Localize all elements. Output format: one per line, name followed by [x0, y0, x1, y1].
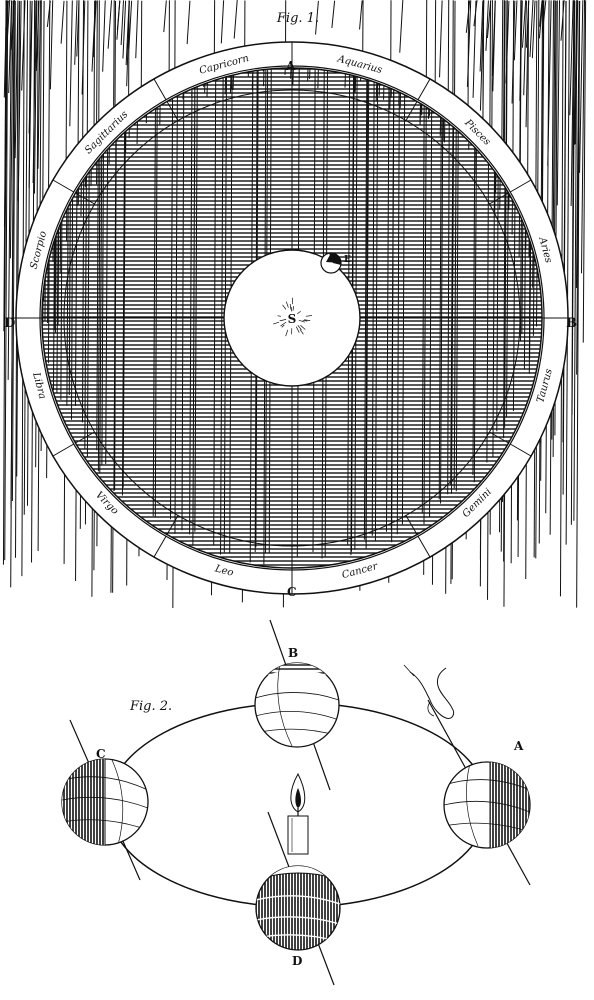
fig2-diagram: Fig. 2. C: [62, 620, 532, 985]
star-mark: [108, 0, 111, 48]
star-mark: [234, 0, 237, 39]
hand-icon: [404, 665, 454, 718]
globe-c: [62, 720, 148, 880]
star-mark: [400, 0, 403, 53]
earth-label: E: [344, 255, 351, 265]
star-mark: [187, 1, 190, 44]
sun-label: S: [288, 312, 297, 326]
star-mark: [50, 0, 52, 89]
fig1-diagram: Fig. 1. AquariusPiscesAriesTaurusGeminiC…: [3, 0, 585, 608]
star-mark: [136, 0, 138, 58]
star-mark: [70, 0, 73, 126]
position-b-label: B: [288, 646, 298, 660]
star-mark: [103, 1, 106, 72]
position-a-label: A: [513, 739, 524, 753]
compass-right-label: B: [566, 316, 577, 331]
compass-left-label: D: [4, 316, 15, 331]
star-mark: [563, 1, 566, 442]
fig1-title: Fig. 1.: [276, 11, 319, 26]
globe-a: [428, 700, 532, 885]
star-mark: [440, 1, 443, 78]
star-mark: [121, 0, 123, 45]
star-mark: [360, 1, 363, 30]
star-mark: [61, 1, 64, 44]
star-mark: [566, 0, 569, 544]
earth: [321, 253, 341, 273]
position-c-label: C: [96, 747, 106, 761]
star-mark: [117, 0, 119, 30]
star-mark: [580, 0, 583, 173]
star-mark: [221, 0, 223, 43]
fig2-title: Fig. 2.: [129, 699, 172, 714]
compass-top-label: A: [285, 59, 296, 73]
star-mark: [332, 1, 335, 28]
star-mark: [164, 0, 167, 32]
candle: [288, 774, 308, 854]
position-d-label: D: [292, 954, 302, 968]
compass-bottom-label: C: [287, 585, 297, 599]
